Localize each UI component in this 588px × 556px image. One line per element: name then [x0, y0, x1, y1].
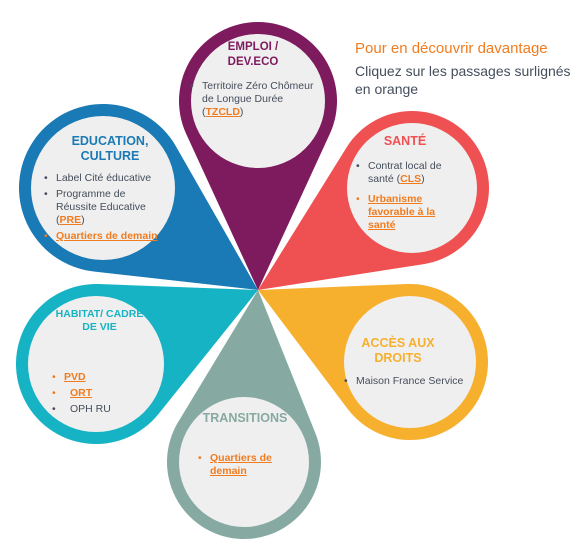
transitions-title: TRANSITIONS [202, 411, 288, 425]
cls-link[interactable]: CLS [400, 173, 422, 185]
acces-title: ACCÈS AUX DROITS [361, 336, 435, 365]
transitions-quartiers-link[interactable]: Quartiers de demain [210, 452, 272, 477]
education-title: EDUCATION, CULTURE [71, 134, 149, 163]
habitat-item-oph: OPH RU [52, 403, 152, 416]
habitat-list: PVD ORT OPH RU [52, 371, 152, 419]
ort-link[interactable]: ORT [70, 387, 93, 399]
tzcld-link[interactable]: TZCLD [205, 106, 240, 118]
acces-list: Maison France Service [344, 375, 484, 391]
education-item-text: Programme de Réussite Educative ( [56, 188, 146, 226]
education-quartiers-link[interactable]: Quartiers de demain [56, 230, 158, 242]
transitions-item-quartiers: Quartiers de demain [198, 452, 298, 478]
info-subtitle: Cliquez sur les passages surlignés en or… [355, 63, 571, 97]
pre-link[interactable]: PRE [59, 214, 82, 226]
emploi-list: Territoire Zéro Chômeur de Longue Durée … [190, 80, 315, 122]
habitat-item-ort: ORT [52, 387, 152, 400]
info-title: Pour en découvrir davantage [355, 40, 548, 57]
sante-item-text: Contrat local de santé ( [368, 160, 442, 185]
education-item-pre: Programme de Réussite Educative (PRE) [44, 188, 165, 227]
emploi-item-end: ) [239, 106, 244, 118]
education-list: Label Cité éducative Programme de Réussi… [40, 172, 165, 246]
transitions-list: Quartiers de demain [198, 452, 298, 481]
habitat-title: HABITAT/ CADRE DE VIE [55, 308, 144, 333]
emploi-item-tzcld: Territoire Zéro Chômeur de Longue Durée … [190, 80, 315, 119]
emploi-item-text: Territoire Zéro Chômeur de Longue Durée … [202, 80, 314, 118]
sante-item-end: ) [421, 173, 425, 185]
sante-item-urbanisme: Urbanisme favorable à la santé [356, 193, 456, 232]
sante-item-cls: Contrat local de santé (CLS) [356, 160, 456, 186]
pvd-link[interactable]: PVD [64, 371, 86, 383]
habitat-item-pvd: PVD [52, 371, 152, 384]
education-item-end: ) [81, 214, 85, 226]
acces-item-mfs: Maison France Service [344, 375, 484, 388]
urbanisme-link[interactable]: Urbanisme favorable à la santé [368, 193, 436, 231]
sante-list: Contrat local de santé (CLS) Urbanisme f… [356, 160, 456, 235]
education-item-quartiers: Quartiers de demain [44, 230, 165, 243]
circle-acces [344, 296, 476, 428]
education-item-label: Label Cité éducative [44, 172, 165, 185]
sante-title: SANTÉ [383, 134, 427, 148]
emploi-title: EMPLOI / DEV.ECO [227, 41, 279, 68]
